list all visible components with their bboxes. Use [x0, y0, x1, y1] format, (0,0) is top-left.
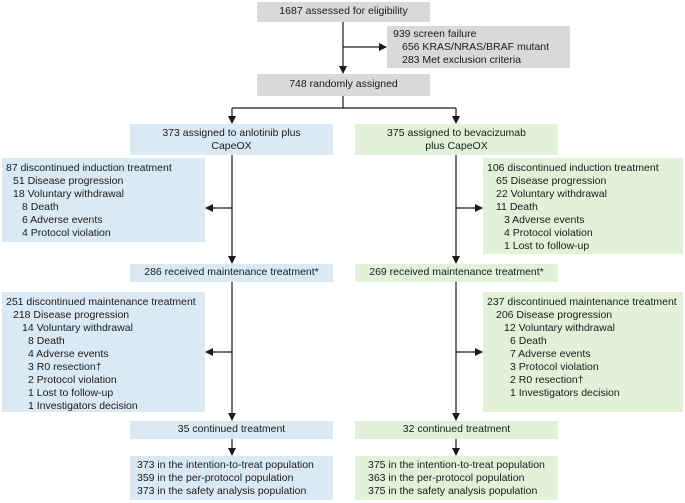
arm-b-induction-total: 106 discontinued induction treatment [487, 162, 659, 174]
arm-a-population: 373 in the intention-to-treat population [137, 459, 314, 471]
arm-b-maintenance-reason: 206 Disease progression [496, 309, 613, 321]
arm-a-populations-box: 373 in the intention-to-treat population… [130, 456, 333, 500]
assessed-text: 1687 assessed for eligibility [279, 5, 408, 17]
arm-b-induction-reason: 3 Adverse events [504, 214, 585, 226]
arm-a-maintenance-reason: 14 Voluntary withdrawal [22, 322, 133, 334]
arm-a-induction-reason: 18 Voluntary withdrawal [13, 188, 124, 200]
arm-a-continued-box: 35 continued treatment [130, 421, 333, 439]
arm-b-assigned-line: plus CapeOX [425, 140, 488, 152]
arm-b-maintenance-reason: 12 Voluntary withdrawal [504, 322, 615, 334]
arm-b-population: 375 in the intention-to-treat population [368, 459, 545, 471]
arm-a-induction-discontinued-box: 87 discontinued induction treatment 51 D… [2, 158, 205, 242]
arm-a-induction-reason: 51 Disease progression [13, 175, 124, 187]
arm-a-maintenance-reason: 3 R0 resection† [28, 361, 102, 373]
arm-b-maintenance-reason: 7 Adverse events [510, 348, 591, 360]
arm-a-maintenance-reason: 1 Lost to follow-up [28, 387, 114, 399]
screen-failure-total: 939 screen failure [393, 28, 477, 40]
arm-a-maintenance-reason: 8 Death [28, 335, 65, 347]
arm-a-assigned-line: 373 assigned to anlotinib plus [162, 127, 301, 139]
arm-b-maintenance-box: 269 received maintenance treatment* [355, 264, 558, 282]
arm-a-maintenance-text: 286 received maintenance treatment* [144, 266, 319, 278]
arm-b-induction-reason: 65 Disease progression [496, 175, 607, 187]
arm-a-induction-reason: 6 Adverse events [22, 214, 103, 226]
randomized-text: 748 randomly assigned [289, 78, 398, 90]
arm-b-induction-reason: 1 Lost to follow-up [504, 240, 590, 252]
arm-b-maintenance-reason: 3 Protocol violation [510, 361, 599, 373]
arm-a-assigned-box: 373 assigned to anlotinib plus CapeOX [130, 124, 333, 155]
arm-b-induction-reason: 22 Voluntary withdrawal [496, 188, 607, 200]
screen-failure-reason: 283 Met exclusion criteria [402, 54, 522, 66]
arm-a-assigned-line: CapeOX [211, 140, 252, 152]
arm-b-populations-box: 375 in the intention-to-treat population… [355, 456, 558, 500]
arm-a-maintenance-box: 286 received maintenance treatment* [130, 264, 333, 282]
screen-failure-reason: 656 KRAS/NRAS/BRAF mutant [402, 41, 550, 53]
randomized-box: 748 randomly assigned [257, 74, 430, 96]
arm-a-maintenance-discontinued-box: 251 discontinued maintenance treatment 2… [2, 292, 205, 412]
arm-b-maintenance-reason: 2 R0 resection† [510, 374, 584, 386]
arm-b-continued-text: 32 continued treatment [402, 423, 511, 435]
arm-b-assigned-box: 375 assigned to bevacizumab plus CapeOX [355, 124, 558, 155]
arm-a-population: 359 in the per-protocol population [137, 472, 294, 484]
arm-a-induction-reason: 8 Death [22, 201, 59, 213]
assessed-box: 1687 assessed for eligibility [257, 2, 430, 22]
arm-a-maintenance-reason: 4 Adverse events [28, 348, 109, 360]
arm-a-maintenance-reason: 218 Disease progression [13, 309, 130, 321]
arm-b-population: 375 in the safety analysis population [368, 485, 538, 497]
arm-b-maintenance-reason: 1 Investigators decision [510, 387, 620, 399]
arm-b-maintenance-discontinued-box: 237 discontinued maintenance treatment 2… [483, 292, 683, 412]
arm-b-induction-reason: 4 Protocol violation [504, 227, 593, 239]
arm-a-continued-text: 35 continued treatment [177, 423, 286, 435]
screen-failure-box: 939 screen failure 656 KRAS/NRAS/BRAF mu… [387, 26, 570, 68]
arm-b-continued-box: 32 continued treatment [355, 421, 558, 439]
arm-b-maintenance-reason: 6 Death [510, 335, 547, 347]
arm-a-maintenance-reason: 1 Investigators decision [28, 400, 138, 412]
arm-a-maintenance-reason: 2 Protocol violation [28, 374, 117, 386]
arm-b-induction-reason: 11 Death [496, 201, 538, 213]
arm-b-maintenance-total: 237 discontinued maintenance treatment [487, 296, 677, 308]
arm-b-maintenance-text: 269 received maintenance treatment* [369, 266, 544, 278]
arm-b-population: 363 in the per-protocol population [368, 472, 525, 484]
arm-a-induction-total: 87 discontinued induction treatment [6, 162, 172, 174]
arm-b-assigned-line: 375 assigned to bevacizumab [387, 127, 526, 139]
arm-a-population: 373 in the safety analysis population [137, 485, 307, 497]
arm-a-induction-reason: 4 Protocol violation [22, 227, 111, 239]
arm-b-induction-discontinued-box: 106 discontinued induction treatment 65 … [483, 158, 683, 254]
arm-a-maintenance-total: 251 discontinued maintenance treatment [6, 296, 196, 308]
